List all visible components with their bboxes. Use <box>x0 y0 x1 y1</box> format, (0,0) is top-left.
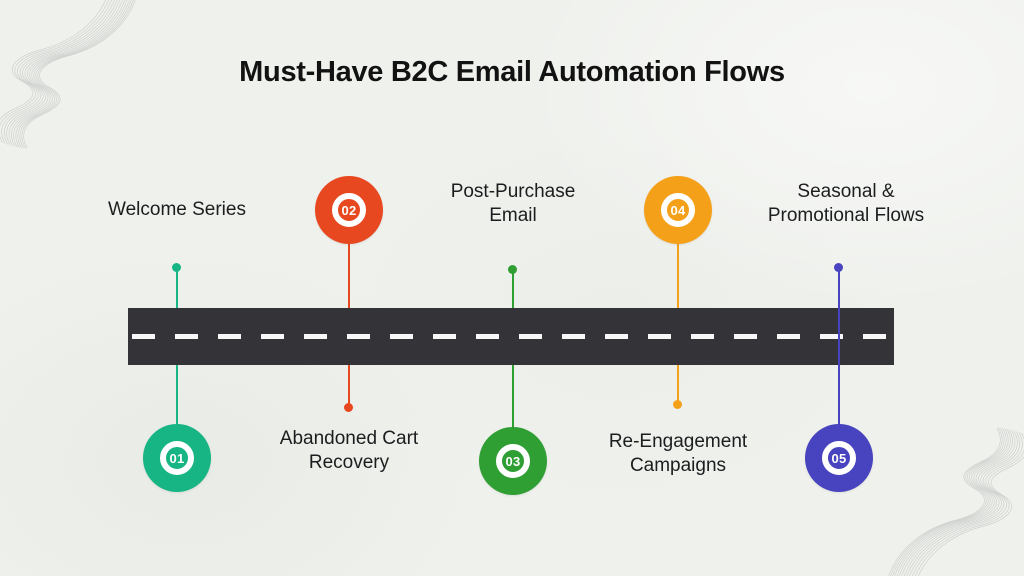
connector-dot <box>673 400 682 409</box>
step-marker-circle: 04 <box>644 176 712 244</box>
step-label: Post-Purchase Email <box>450 181 576 226</box>
step-number: 01 <box>169 450 185 466</box>
step-number: 03 <box>505 453 521 469</box>
step-label: Welcome Series <box>108 199 246 220</box>
step-number: 05 <box>831 450 847 466</box>
step-marker-circle: 01 <box>143 424 211 492</box>
step-label: Seasonal & Promotional Flows <box>767 181 925 226</box>
connector-stem <box>838 270 840 425</box>
connector-dot <box>172 263 181 272</box>
step-marker-circle: 03 <box>479 427 547 495</box>
marker-ring: 02 <box>332 193 366 227</box>
marker-ring: 04 <box>661 193 695 227</box>
step-marker-circle: 05 <box>805 424 873 492</box>
step-number: 02 <box>341 202 357 218</box>
wave-decoration-bottom-right <box>888 427 1024 576</box>
marker-ring: 03 <box>496 444 530 478</box>
marker-ring: 01 <box>160 441 194 475</box>
road-center-dashes <box>132 334 890 339</box>
step-label: Abandoned Cart Recovery <box>279 428 419 473</box>
step-label: Re-Engagement Campaigns <box>608 431 748 476</box>
connector-dot <box>834 263 843 272</box>
marker-ring: 05 <box>822 441 856 475</box>
road-timeline <box>128 308 894 365</box>
connector-dot <box>344 403 353 412</box>
step-number: 04 <box>670 202 686 218</box>
connector-dot <box>508 265 517 274</box>
step-marker-circle: 02 <box>315 176 383 244</box>
page-title: Must-Have B2C Email Automation Flows <box>239 56 785 88</box>
